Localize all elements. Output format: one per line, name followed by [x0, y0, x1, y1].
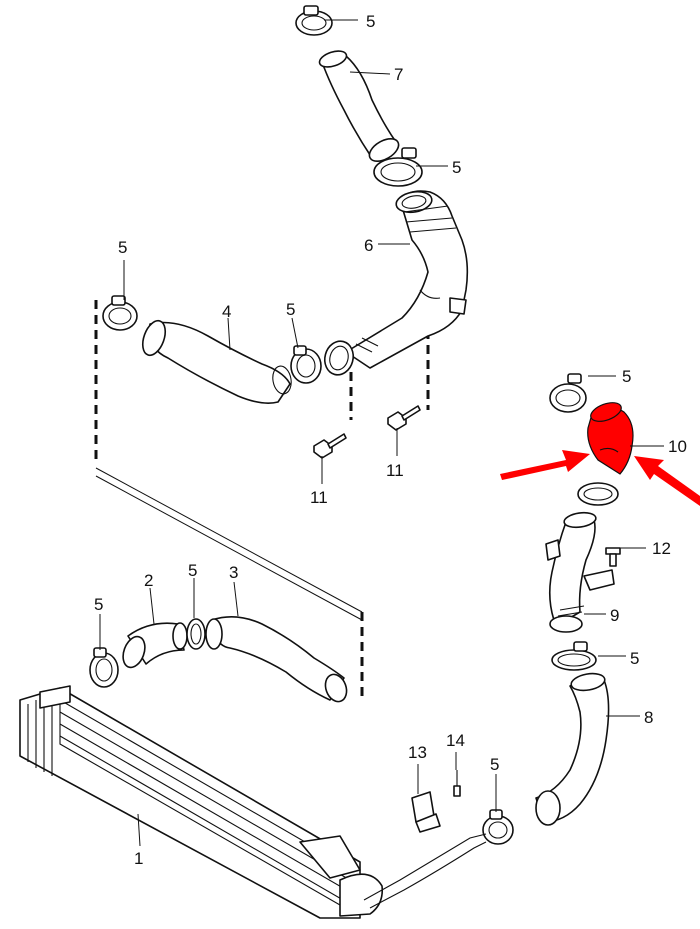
clamp-left-upper	[102, 295, 138, 331]
clamp-right-mid	[577, 482, 619, 506]
callout-13: 13	[408, 743, 427, 762]
bolt-11-right	[387, 405, 421, 431]
callout-14: 14	[446, 731, 465, 750]
clamp-2-3	[186, 618, 206, 650]
part-6-throttle-pipe	[323, 190, 469, 376]
screw-14	[453, 770, 461, 797]
clamp-right-lower	[551, 641, 597, 671]
callout-11: 11	[386, 461, 404, 480]
callout-5: 5	[286, 300, 295, 319]
callout-6: 6	[364, 236, 373, 255]
dashed-locator-lines	[94, 300, 430, 700]
leader-lines	[99, 19, 664, 847]
callout-11: 11	[310, 488, 328, 507]
callout-3: 3	[229, 563, 238, 582]
part-4-curved-hose	[141, 319, 292, 404]
callout-12: 12	[652, 539, 671, 558]
callout-5: 5	[188, 561, 197, 580]
callout-5: 5	[452, 158, 461, 177]
part-8-lower-hose	[535, 672, 610, 826]
clamp-top	[295, 5, 333, 36]
part-2-short-hose	[122, 622, 188, 669]
callout-9: 9	[610, 606, 619, 625]
callout-1: 1	[134, 849, 143, 868]
callout-5: 5	[118, 238, 127, 257]
clamp-upper-2	[373, 147, 423, 187]
callout-10: 10	[668, 437, 687, 456]
clamp-mid	[290, 345, 322, 384]
callout-numbers: 5 7 5 6 5 4 5 11 11 5 10 12 9 5 8 2 5 3 …	[94, 12, 687, 868]
callout-7: 7	[394, 65, 403, 84]
bolt-12	[605, 547, 621, 567]
part-7-upper-hose	[318, 50, 400, 162]
clamp-right-upper	[549, 373, 587, 413]
callout-5: 5	[622, 367, 631, 386]
clamp-lower-right	[482, 809, 514, 845]
callout-5: 5	[630, 649, 639, 668]
callout-2: 2	[144, 571, 153, 590]
sensor-13	[411, 791, 441, 833]
part-3-long-hose	[205, 616, 348, 703]
part-10-highlighted-hose	[587, 402, 634, 475]
bolt-11-left	[313, 433, 347, 459]
callout-8: 8	[644, 708, 653, 727]
clamp-lower-left	[89, 647, 119, 688]
callout-5: 5	[490, 755, 499, 774]
part-9-bracket-hose	[545, 511, 615, 633]
red-arrows	[500, 450, 700, 506]
callout-4: 4	[222, 302, 231, 321]
part-1-intercooler	[19, 685, 487, 919]
callout-5: 5	[366, 12, 375, 31]
callout-5: 5	[94, 595, 103, 614]
